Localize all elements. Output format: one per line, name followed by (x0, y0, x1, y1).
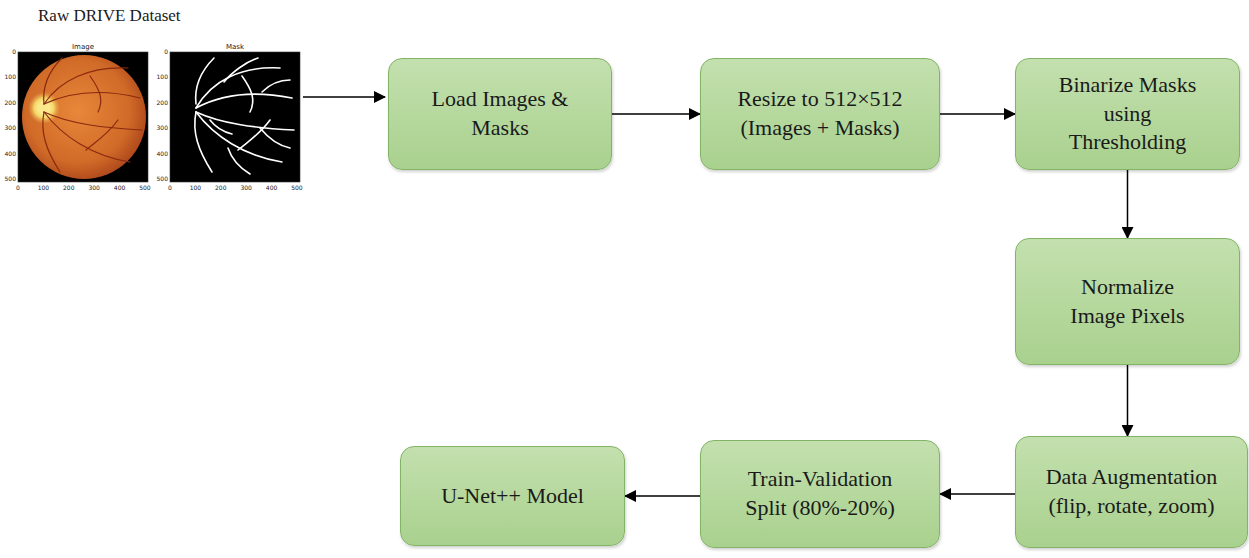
plot-title: Image (72, 44, 94, 51)
step-text: Normalize Image Pixels (1062, 273, 1194, 330)
process-box: Normalize Image Pixels (1015, 238, 1240, 365)
fundus-image (18, 52, 148, 182)
step-text: Resize to 512×512 (Images + Masks) (720, 85, 920, 142)
axis-tick: 200 (215, 185, 226, 191)
axis-tick: 200 (5, 100, 16, 106)
axis-tick: 500 (139, 185, 150, 191)
step-text: U-Net++ Model (441, 482, 584, 511)
axis-tick: 400 (266, 185, 277, 191)
plot-title: Mask (226, 44, 244, 51)
axis-tick: 400 (157, 151, 168, 157)
dataset-title: Raw DRIVE Dataset (38, 6, 181, 26)
axis-tick: 0 (12, 49, 16, 55)
axis-tick: 100 (5, 74, 16, 80)
axis-tick: 300 (240, 185, 251, 191)
flow-arrow (612, 113, 700, 115)
step-text: Load Images & Masks (425, 85, 575, 142)
axis-tick: 500 (291, 185, 302, 191)
axis-tick: 100 (190, 185, 201, 191)
flow-arrow (625, 495, 700, 497)
axis-tick: 500 (157, 176, 168, 182)
process-box: Load Images & Masks (388, 58, 612, 170)
process-box: Train-Validation Split (80%-20%) (700, 440, 940, 548)
flow-arrow (1127, 170, 1129, 238)
axis-tick: 100 (157, 74, 168, 80)
axis-tick: 400 (5, 151, 16, 157)
process-box: Binarize Masks using Thresholding (1015, 58, 1240, 170)
axis-tick: 100 (38, 185, 49, 191)
mask-image (170, 52, 300, 182)
input-arrow (303, 96, 385, 98)
axis-tick: 200 (157, 100, 168, 106)
axis-tick: 300 (88, 185, 99, 191)
step-text: Train-Validation Split (80%-20%) (736, 465, 904, 522)
axis-tick: 500 (5, 176, 16, 182)
flow-arrow (940, 493, 1015, 495)
process-box: U-Net++ Model (400, 446, 625, 546)
axis-tick: 0 (164, 49, 168, 55)
process-box: Resize to 512×512 (Images + Masks) (700, 58, 940, 170)
flow-arrow (1127, 365, 1129, 436)
axis-tick: 0 (16, 185, 20, 191)
step-text: Binarize Masks using Thresholding (1052, 71, 1204, 157)
axis-tick: 200 (63, 185, 74, 191)
axis-tick: 300 (157, 125, 168, 131)
process-box: Data Augmentation (flip, rotate, zoom) (1015, 436, 1248, 548)
flow-arrow (940, 113, 1015, 115)
axis-tick: 300 (5, 125, 16, 131)
step-text: Data Augmentation (flip, rotate, zoom) (1029, 463, 1234, 520)
axis-tick: 400 (114, 185, 125, 191)
axis-tick: 0 (168, 185, 172, 191)
